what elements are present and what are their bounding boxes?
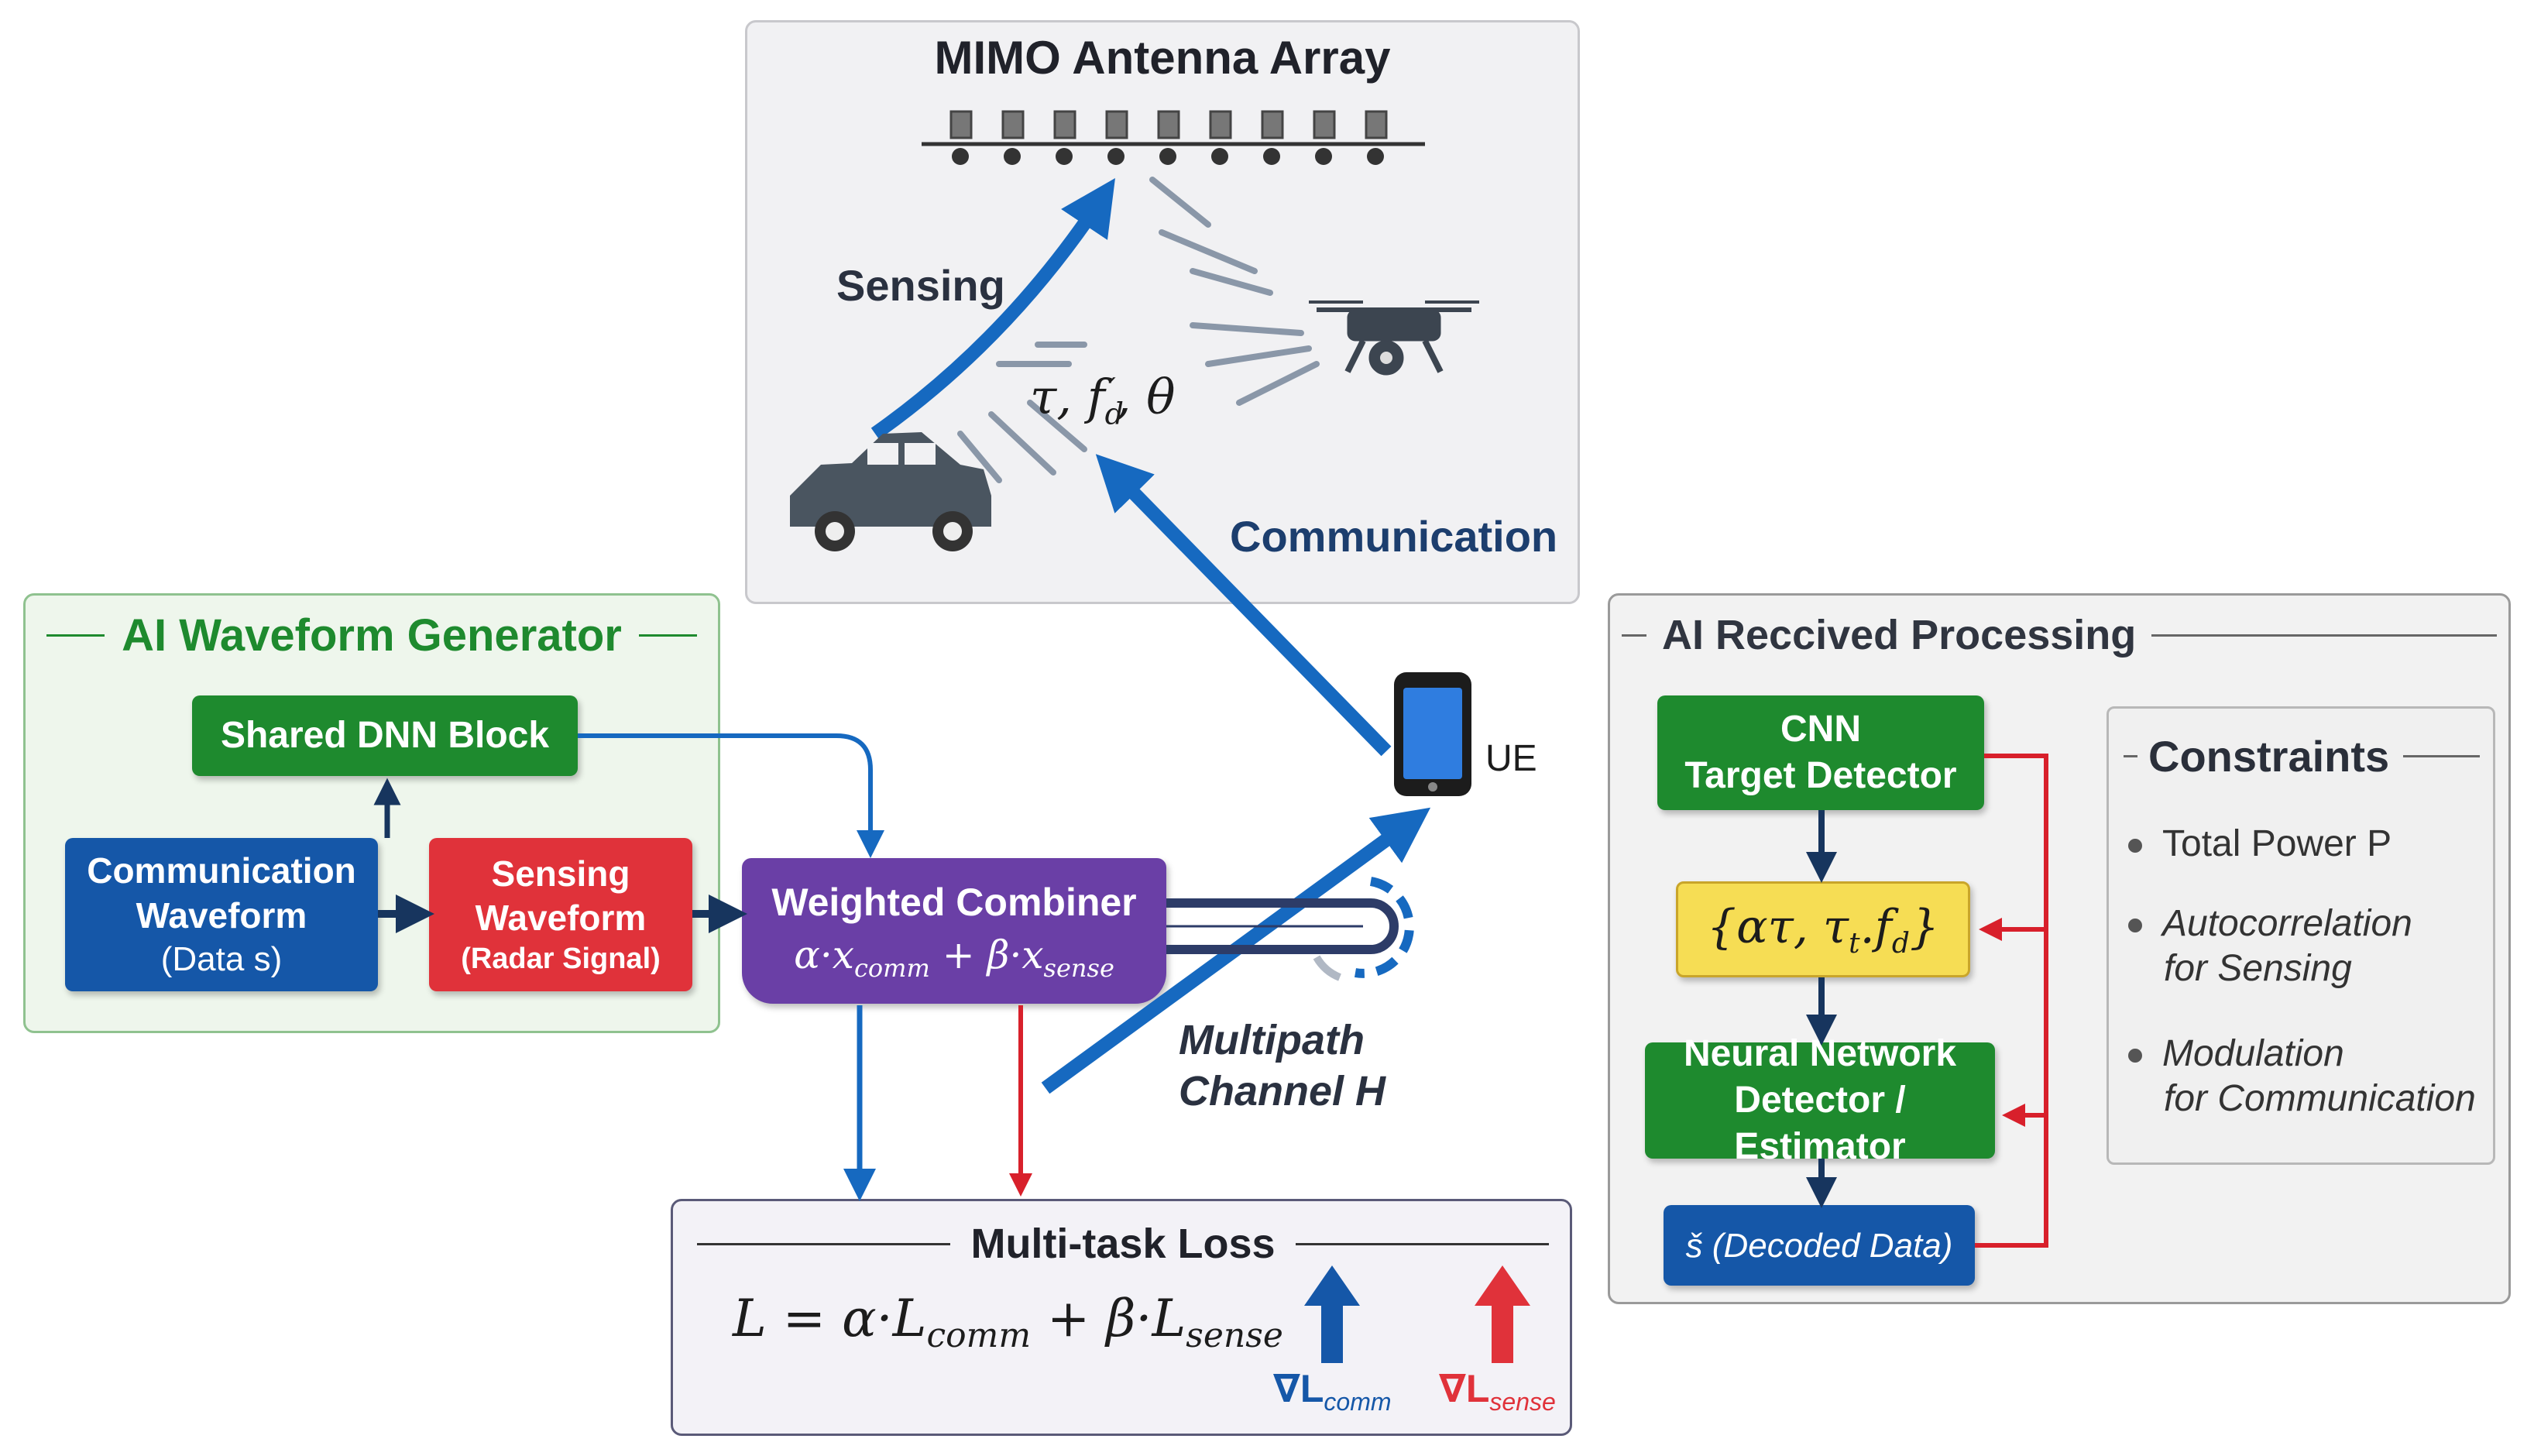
loss-formula: L = α·Lcomm + β·Lsense	[733, 1289, 1283, 1356]
loss-title: Multi-task Loss	[970, 1221, 1276, 1267]
constraints-title-group: Constraints	[2124, 731, 2480, 781]
constraint-mod-line1: Modulation	[2162, 1033, 2344, 1074]
constraint-item-power: Total Power P	[2128, 822, 2392, 865]
comm-waveform-line1: Communication	[87, 850, 356, 891]
sensing-params: τ, fd′, θ	[1030, 369, 1176, 431]
loss-panel	[671, 1199, 1572, 1436]
multipath-arrow	[1041, 807, 1431, 1094]
constraint-item-autocorrelation: Autocorrelation for Sensing	[2128, 901, 2412, 991]
receiver-title: AI Reccived Processing	[1662, 612, 2137, 658]
generator-title-group: AI Waveform Generator	[46, 609, 697, 661]
car-signal-arcs	[957, 342, 1087, 483]
communication-arrow	[1095, 454, 1392, 757]
bullet-dot	[2128, 839, 2142, 853]
constraint-autocorr-line1: Autocorrelation	[2162, 903, 2412, 944]
constraint-power-text: Total Power P	[2162, 823, 2392, 864]
shared-dnn-label: Shared DNN Block	[220, 715, 550, 756]
combiner-output-tube	[1166, 877, 1414, 981]
car-icon	[790, 432, 991, 551]
grad-sense-arrow-icon	[1475, 1265, 1530, 1363]
channel-label: Multipath Channel H	[1179, 1015, 1385, 1117]
grad-sense-label: ∇Lsense	[1439, 1367, 1556, 1416]
cnn-target-detector-block[interactable]: CNN Target Detector	[1657, 695, 1984, 810]
combiner-title: Weighted Combiner	[771, 880, 1137, 924]
bullet-dot	[2128, 1049, 2142, 1063]
constraints-title: Constraints	[2148, 731, 2390, 781]
grad-comm-label: ∇Lcomm	[1273, 1367, 1392, 1416]
communication-label: Communication	[1230, 512, 1558, 561]
constraint-autocorr-line2: for Sensing	[2164, 948, 2352, 989]
dnn-to-combiner-arrow	[578, 733, 884, 858]
constraint-item-modulation: Modulation for Communication	[2128, 1032, 2476, 1121]
ue-label: UE	[1485, 738, 1537, 779]
sensing-waveform-line2: Waveform	[475, 898, 647, 939]
channel-line1: Multipath	[1179, 1017, 1365, 1063]
decoded-data-block[interactable]: š (Decoded Data)	[1664, 1205, 1975, 1286]
constraints-panel	[2107, 706, 2495, 1165]
antenna-array	[922, 110, 1425, 165]
decoded-label: š (Decoded Data)	[1685, 1226, 1953, 1265]
comm-waveform-line2: Waveform	[136, 895, 307, 936]
antenna-elements	[949, 110, 1388, 165]
sensing-waveform-line3: (Radar Signal)	[461, 942, 661, 975]
constraint-mod-line2: for Communication	[2164, 1078, 2476, 1119]
sensing-arrow	[870, 178, 1115, 440]
grad-comm-arrow-icon	[1304, 1265, 1360, 1363]
drone-signal-arcs	[1149, 177, 1320, 406]
sensing-waveform-block[interactable]: Sensing Waveform (Radar Signal)	[429, 838, 692, 991]
drone-icon	[1309, 300, 1479, 376]
loss-title-group: Multi-task Loss	[697, 1219, 1549, 1269]
sensing-label: Sensing	[836, 261, 1005, 310]
estimated-params-block[interactable]: {ατ, τt.fd}	[1676, 881, 1970, 977]
communication-waveform-block[interactable]: Communication Waveform (Data s)	[65, 838, 378, 991]
feedback-loop	[1975, 754, 2048, 1248]
cnn-line2: Target Detector	[1684, 755, 1957, 796]
sensing-waveform-line1: Sensing	[491, 853, 630, 894]
params-formula: {ατ, τt.fd}	[1706, 899, 1940, 960]
generator-title: AI Waveform Generator	[122, 610, 622, 661]
antenna-title: MIMO Antenna Array	[934, 32, 1391, 84]
bullet-dot	[2128, 919, 2142, 933]
weighted-combiner-block[interactable]: Weighted Combiner α·xcomm + β·xsense	[742, 858, 1166, 1004]
combiner-formula: α·xcomm + β·xsense	[794, 932, 1114, 984]
cnn-line1: CNN	[1780, 709, 1861, 750]
shared-dnn-block[interactable]: Shared DNN Block	[192, 695, 578, 776]
comm-waveform-line3: (Data s)	[160, 940, 283, 978]
receiver-title-group: AI Reccived Processing	[1622, 610, 2497, 660]
phone-icon	[1394, 672, 1471, 796]
channel-line2: Channel H	[1179, 1068, 1386, 1114]
gradient-arrows	[1304, 1265, 1530, 1363]
